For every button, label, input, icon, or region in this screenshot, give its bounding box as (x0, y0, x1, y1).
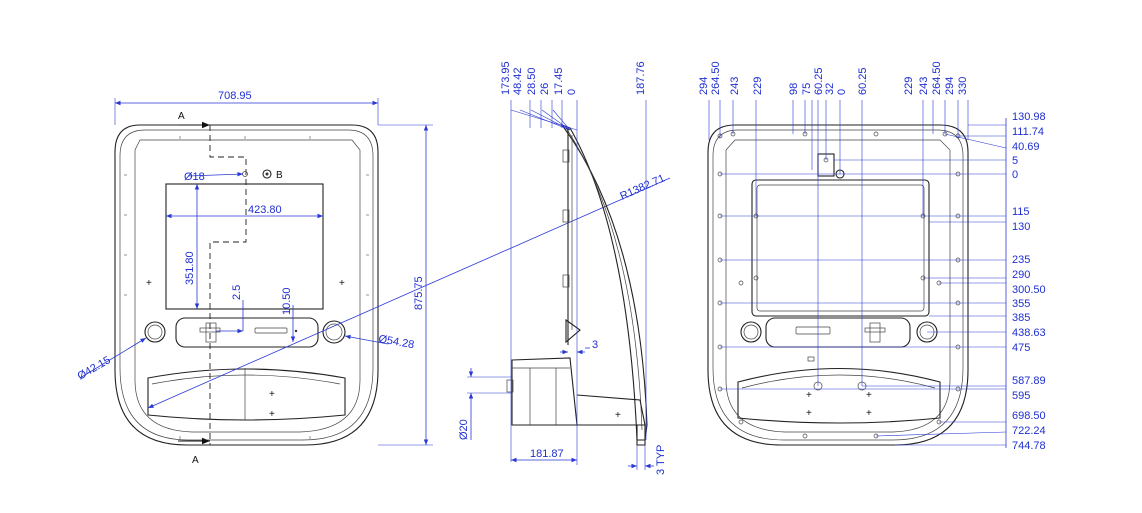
svg-text:+: + (866, 390, 872, 401)
rear-right-dim-15: 595 (1012, 390, 1030, 402)
side-top-dim-1: 48.42 (512, 67, 524, 95)
rear-right-dim-3: 5 (1012, 155, 1018, 167)
rear-right-dim-16: 698.50 (1012, 410, 1046, 422)
rear-right-dim-10: 355 (1012, 298, 1030, 310)
offset-small-dim: 2.5 (231, 285, 243, 300)
datum-b-label: B (276, 170, 283, 181)
window-width-dim: 423.80 (248, 204, 282, 216)
hole-dia-dim: Ø18 (184, 171, 205, 183)
rear-right-dim-11: 385 (1012, 312, 1030, 324)
rear-right-dim-18: 744.78 (1012, 440, 1046, 452)
rear-top-dim-13: 294 (944, 77, 956, 95)
side-base-width-dim: 181.87 (530, 448, 564, 460)
rear-top-dim-2: 243 (729, 77, 741, 95)
rear-right-dim-7: 235 (1012, 254, 1030, 266)
svg-text:+: + (269, 409, 275, 420)
window-height-dim: 351.80 (184, 251, 196, 285)
rear-right-dim-12: 438.63 (1012, 327, 1046, 339)
side-top-dim-5: 0 (566, 89, 578, 95)
rear-top-dimensions: 294 264.50 243 229 98 75 60.25 32 0 60.2… (698, 61, 969, 386)
rear-right-dim-17: 722.24 (1012, 425, 1046, 437)
side-top-dim-3: 26 (539, 83, 551, 95)
section-label-bottom: A (192, 455, 199, 466)
front-view: + + + + A A B (114, 111, 379, 466)
side-top-dim-6: 187.76 (635, 61, 647, 95)
side-base-dia-dim: Ø20 (458, 419, 470, 440)
front-dimensions: 708.95 875.75 423.80 351.80 Ø18 2.5 10.5… (76, 90, 433, 446)
side-dimensions: 173.95 48.42 28.50 26 17.45 0 187.76 3 Ø… (458, 61, 667, 475)
rear-top-dim-6: 60.25 (813, 67, 825, 95)
rear-top-dim-0: 294 (698, 77, 710, 95)
side-radius-dim: R1382.71 (618, 172, 666, 202)
rear-top-dim-14: 330 (957, 77, 969, 95)
rear-top-dim-5: 75 (801, 83, 813, 95)
rear-right-dim-14: 587.89 (1012, 375, 1046, 387)
rear-top-dim-10: 229 (903, 77, 915, 95)
rear-top-dim-11: 243 (918, 77, 930, 95)
rear-top-dim-3: 229 (752, 77, 764, 95)
side-gap-dim: 3 (592, 339, 598, 351)
rear-top-dim-12: 264.50 (931, 61, 943, 95)
svg-text:+: + (806, 408, 812, 419)
left-circle-dia-dim: Ø42.15 (76, 354, 113, 382)
rear-view: + + + + (707, 124, 969, 446)
right-circle-dia-dim: Ø54.28 (377, 333, 415, 351)
rear-right-dim-1: 111.74 (1012, 126, 1044, 138)
rear-top-dim-1: 264.50 (710, 61, 722, 95)
side-top-dim-2: 28.50 (526, 67, 538, 95)
front-width-dim: 708.95 (218, 90, 252, 102)
side-top-dim-4: 17.45 (553, 67, 565, 95)
svg-text:+: + (615, 410, 621, 421)
rear-top-dim-4: 98 (788, 83, 800, 95)
front-edge-ticks (124, 136, 369, 439)
rear-top-dim-8: 0 (836, 89, 848, 95)
svg-text:+: + (269, 389, 275, 400)
side-typ-dim: 3 TYP (655, 445, 667, 475)
rear-right-dim-0: 130.98 (1012, 111, 1046, 123)
rear-right-dim-6: 130 (1012, 221, 1030, 233)
rear-top-dim-9: 60.25 (857, 67, 869, 95)
front-height-dim: 875.75 (413, 276, 425, 310)
rear-top-dim-7: 32 (824, 83, 836, 95)
svg-text:+: + (146, 278, 152, 289)
rear-right-dim-4: 0 (1012, 169, 1018, 181)
side-top-dim-0: 173.95 (500, 61, 512, 95)
offset-slot-dim: 10.50 (281, 287, 293, 315)
rear-right-dimensions: 130.98 111.74 40.69 5 0 115 130 235 290 … (720, 111, 1046, 452)
svg-text:+: + (866, 408, 872, 419)
rear-right-dim-9: 300.50 (1012, 284, 1046, 296)
svg-text:+: + (339, 278, 345, 289)
rear-right-dim-5: 115 (1012, 206, 1030, 218)
rear-right-dim-8: 290 (1012, 269, 1030, 281)
rear-right-dim-2: 40.69 (1012, 141, 1040, 153)
rear-right-dim-13: 475 (1012, 342, 1030, 354)
svg-text:+: + (806, 390, 812, 401)
section-label-top: A (178, 111, 185, 122)
